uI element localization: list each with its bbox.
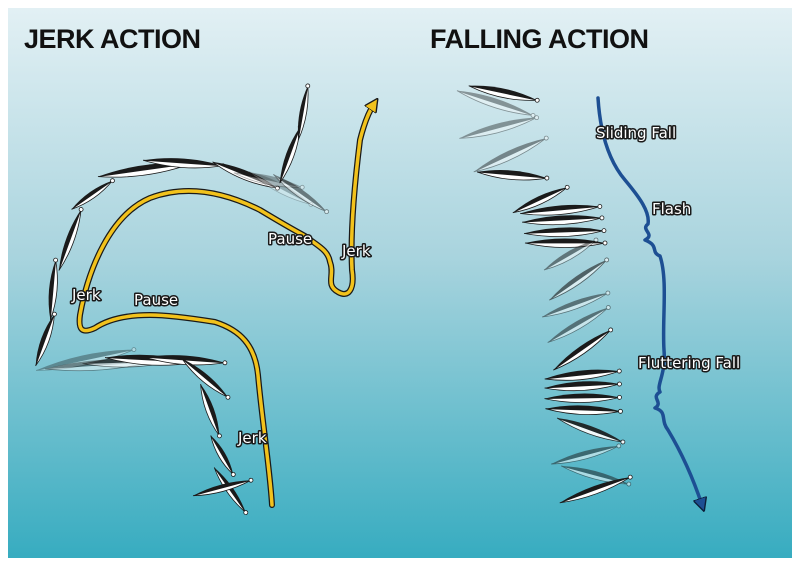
jig-lure — [192, 477, 254, 497]
falling-action-path — [596, 96, 702, 505]
jerk-action-title: JERK ACTION — [24, 24, 201, 54]
jig-lure — [512, 184, 570, 214]
jig-lure — [477, 169, 550, 181]
jig-lure — [35, 311, 57, 367]
jig-lure — [543, 237, 599, 271]
water-background — [8, 8, 792, 558]
jig-lure — [181, 358, 231, 400]
jig-lure — [523, 227, 607, 237]
jig-lure — [213, 467, 249, 515]
falling-action-title: FALLING ACTION — [430, 24, 648, 54]
jig-lure — [521, 215, 605, 226]
jig-lure — [549, 257, 610, 301]
jig-lure — [58, 207, 84, 271]
jig-lure — [36, 347, 137, 371]
pause-label-high: Pause — [268, 230, 312, 248]
jig-lure — [559, 474, 633, 504]
jig-lure — [459, 115, 540, 139]
flash-label: Flash — [652, 200, 691, 218]
jig-lure — [547, 305, 611, 343]
jig-lure — [473, 135, 549, 173]
jig-lure — [48, 257, 59, 321]
jig-lure — [551, 443, 622, 465]
jig-lure — [545, 405, 623, 415]
jig-lure — [200, 384, 222, 439]
jig-lure — [556, 417, 626, 445]
jig-lure — [456, 90, 536, 118]
jig-lure — [71, 178, 115, 210]
jerk-action-path — [76, 104, 374, 508]
jig-lure — [541, 290, 611, 318]
jig-lure — [468, 85, 540, 103]
jig-lure — [553, 327, 614, 371]
jig-lure — [212, 161, 280, 191]
sliding-fall-label: Sliding Fall — [596, 124, 676, 142]
jig-lure — [273, 174, 330, 215]
jerk-label-bottom: Jerk — [237, 429, 267, 447]
pause-label-low: Pause — [134, 291, 178, 309]
jerk-label-right: Jerk — [341, 242, 371, 260]
jig-lure — [544, 393, 622, 403]
jig-lure — [561, 465, 632, 487]
jig-lure — [544, 381, 622, 392]
jerk-label-left: Jerk — [71, 286, 101, 304]
jig-lure — [297, 83, 311, 141]
jig-lure — [520, 204, 603, 216]
jig-lure — [544, 368, 622, 381]
jig-lure — [210, 435, 236, 477]
lure-silhouettes — [35, 83, 633, 515]
fluttering-fall-label: Fluttering Fall — [638, 354, 740, 372]
